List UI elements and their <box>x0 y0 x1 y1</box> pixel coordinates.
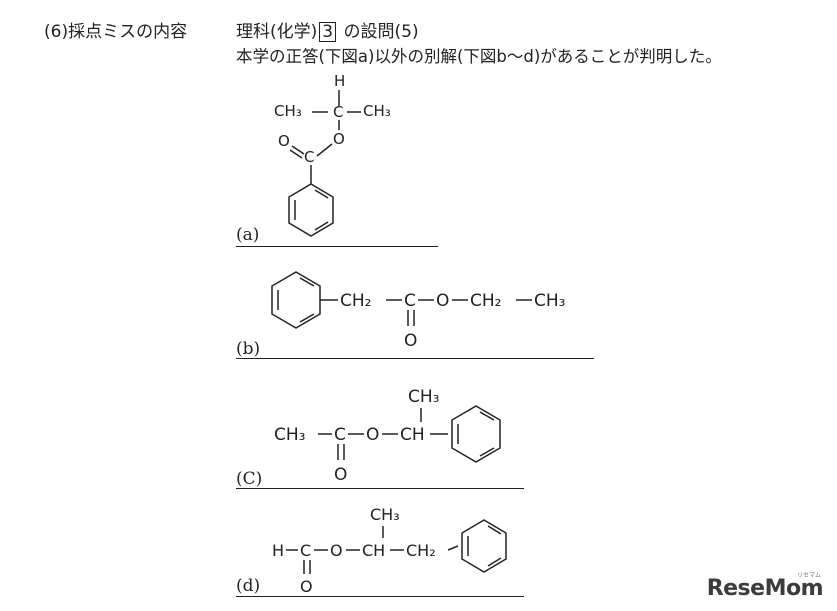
ring-double-bond <box>487 557 502 567</box>
bond-line <box>447 545 459 551</box>
atom-o-carbonyl: O <box>278 132 290 150</box>
atom-ch3-right: CH₃ <box>363 102 391 120</box>
panel-label-d: (d) <box>236 576 261 596</box>
subject-suffix: の設問(5) <box>343 22 419 42</box>
structure-a: H CH₃ C CH₃ O O C (a) <box>236 68 456 248</box>
benzene-ring <box>461 519 507 573</box>
atom-o-ester: O <box>366 425 379 445</box>
atom-ch: CH <box>400 425 425 445</box>
atom-o-carbonyl: O <box>404 331 417 351</box>
structure-d-drawing: CH₃ H C O CH CH₂ O <box>272 505 507 596</box>
atom-c: C <box>334 425 346 445</box>
atom-o-ester: O <box>330 541 343 560</box>
atom-c-carbonyl: C <box>304 148 314 166</box>
atom-o-ester: O <box>333 130 345 148</box>
structure-b-drawing: CH₂ C O CH₂ CH₃ O <box>271 271 565 351</box>
atom-ch3-left: CH₃ <box>274 425 305 445</box>
resemom-logo: ReseMom <box>706 576 824 601</box>
structure-c-drawing: CH₃ CH₃ C O CH O <box>274 387 501 485</box>
atom-o-carbonyl: O <box>300 577 313 596</box>
underline-a <box>236 246 438 247</box>
ring-double-bond <box>299 313 315 323</box>
ring-double-bond <box>299 277 315 287</box>
structure-b: CH₂ C O CH₂ CH₃ O (b) <box>236 262 596 359</box>
atom-ch2: CH₂ <box>406 541 436 560</box>
atom-ch3-left: CH₃ <box>274 102 302 120</box>
atom-c: C <box>300 541 311 560</box>
atom-h: H <box>334 72 345 90</box>
atom-ch2-b: CH₂ <box>470 291 501 311</box>
ring-double-bond <box>314 189 329 199</box>
bond-line <box>291 145 305 155</box>
benzene-ring <box>288 183 334 237</box>
structure-d: CH₃ H C O CH CH₂ O (d) <box>236 500 536 605</box>
atom-h: H <box>272 541 284 560</box>
structure-a-drawing: H CH₃ C CH₃ O O C <box>274 72 391 237</box>
atom-o-carbonyl: O <box>334 465 347 485</box>
bond-line <box>316 143 333 157</box>
atom-o-ester: O <box>436 291 449 311</box>
ring-double-bond <box>487 525 502 535</box>
atom-ch3: CH₃ <box>534 291 565 311</box>
panel-label-a: (a) <box>236 225 260 245</box>
ring-double-bond <box>314 221 329 231</box>
underline-d <box>236 596 524 597</box>
section-label: (6)採点ミスの内容 <box>44 22 188 42</box>
watermark-kana: リセマム <box>796 572 821 579</box>
subject-prefix: 理科(化学) <box>236 22 318 42</box>
panel-label-c: (C) <box>236 469 263 489</box>
explanation-note: 本学の正答(下図a)以外の別解(下図b～d)があることが判明した。 <box>236 47 722 66</box>
atom-ch2-a: CH₂ <box>340 291 371 311</box>
bond-line <box>289 149 303 159</box>
question-number-box: 3 <box>319 22 337 42</box>
underline-b <box>236 358 594 359</box>
ring-double-bond <box>479 411 495 421</box>
panel-label-b: (b) <box>236 339 261 359</box>
ring-double-bond <box>479 447 495 457</box>
atom-ch3-top: CH₃ <box>408 387 439 407</box>
subject-heading: 理科(化学)3 の設問(5) <box>236 22 419 42</box>
underline-c <box>236 488 524 489</box>
structure-c: CH₃ CH₃ C O CH O (C) <box>236 380 536 490</box>
atom-ch3-top: CH₃ <box>370 505 400 524</box>
benzene-ring <box>271 271 321 329</box>
atom-c-center: C <box>333 103 343 121</box>
atom-ch: CH <box>362 541 385 560</box>
atom-c: C <box>404 291 416 311</box>
benzene-ring <box>451 405 501 463</box>
